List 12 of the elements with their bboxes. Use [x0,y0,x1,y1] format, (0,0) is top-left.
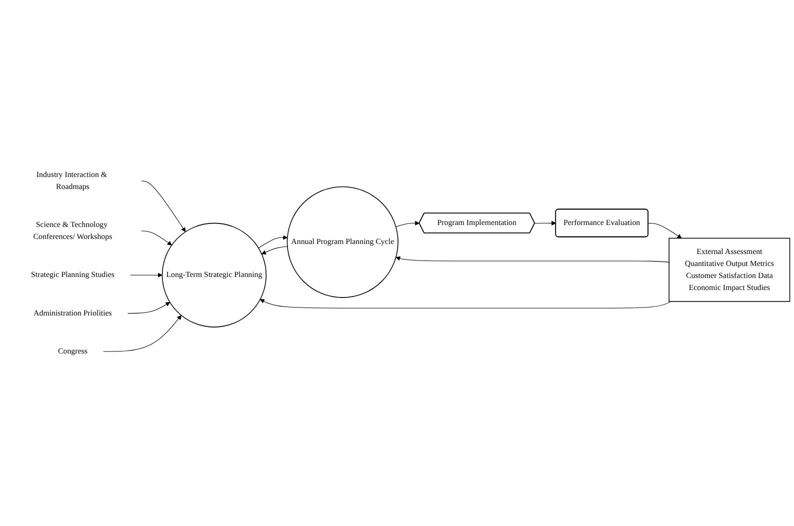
arrow [396,220,420,227]
arrow [534,220,556,226]
arrow [260,298,672,308]
arrow [396,256,670,262]
arrow [140,180,186,232]
arrow [648,222,682,238]
arrow [258,234,288,248]
arrow [102,314,182,352]
arrow [140,230,172,246]
arrow [130,272,162,278]
arrow [261,246,288,254]
arrow [127,302,170,314]
